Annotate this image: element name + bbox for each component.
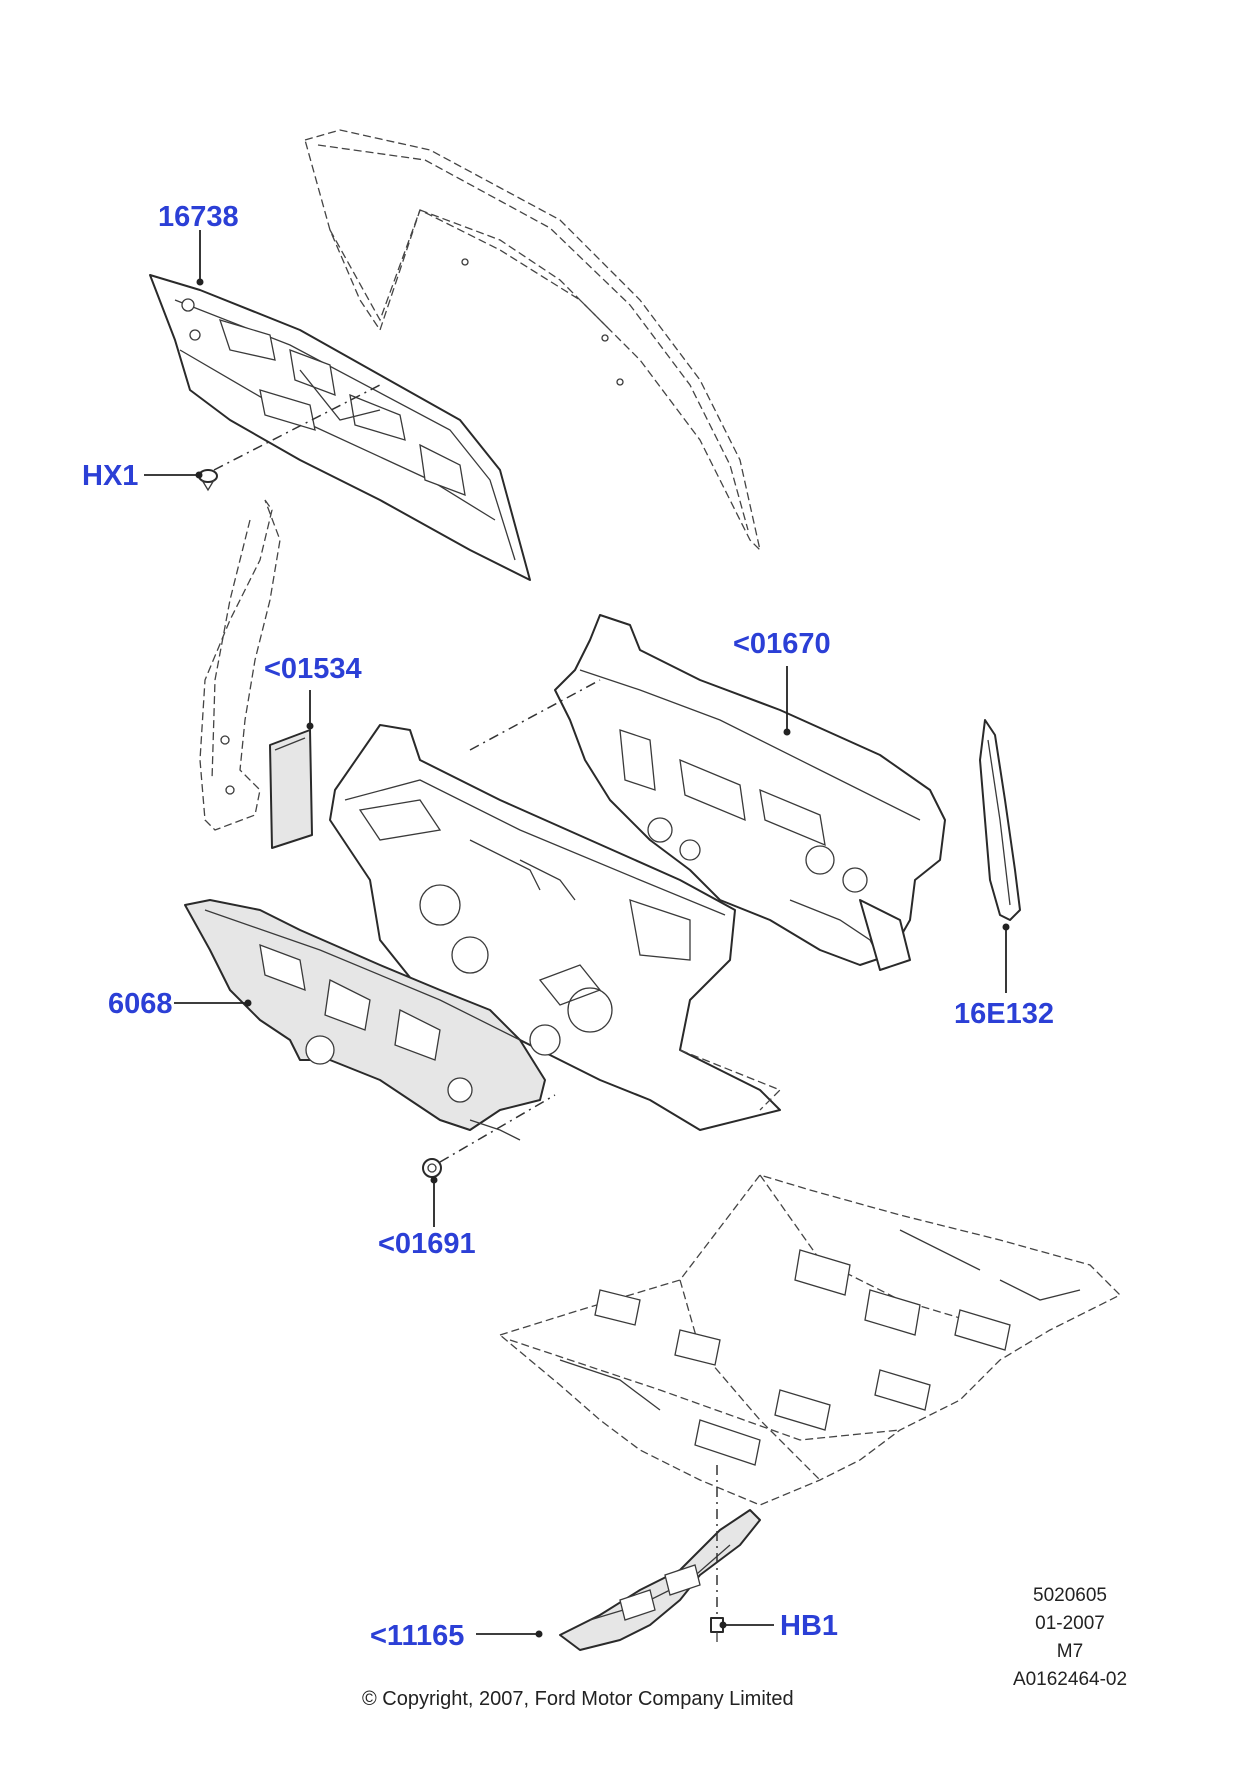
dash-panel [329, 724, 782, 1131]
heat-shield-11165 [559, 1465, 761, 1651]
callout-16738: 16738 [158, 201, 239, 233]
drawing-date: 01-2007 [1035, 1613, 1105, 1634]
insulator-6068 [184, 899, 546, 1141]
drawing-model-code: M7 [1056, 1641, 1084, 1662]
callout-01691: <01691 [378, 1228, 476, 1260]
hood-outline [304, 129, 762, 553]
callout-01534: <01534 [264, 653, 362, 685]
nut-01691 [422, 1094, 556, 1178]
hood-insulator-16738 [149, 274, 531, 581]
floor-pan [498, 1174, 1122, 1506]
dash-insulator-01670 [469, 614, 946, 971]
drawing-reference-block: 5020605 01-2007 M7 A0162464-02 [990, 1582, 1150, 1694]
a-pillar-panel [199, 499, 281, 831]
callout-hb1: HB1 [780, 1610, 839, 1642]
callout-01670: <01670 [733, 628, 831, 660]
copyright-notice: © Copyright, 2007, Ford Motor Company Li… [362, 1688, 794, 1710]
callout-16e132: 16E132 [954, 998, 1054, 1030]
leader-lines [144, 230, 1010, 1638]
drawing-number: 5020605 [1033, 1585, 1107, 1606]
callout-hx1: HX1 [82, 460, 139, 492]
bolt-hb1 [710, 1617, 724, 1642]
seal-16e132 [979, 719, 1021, 921]
drawing-illustration-id: A0162464-02 [1012, 1669, 1128, 1690]
callout-6068: 6068 [108, 988, 173, 1020]
callout-11165: <11165 [370, 1620, 465, 1652]
pad-01534 [269, 729, 313, 849]
